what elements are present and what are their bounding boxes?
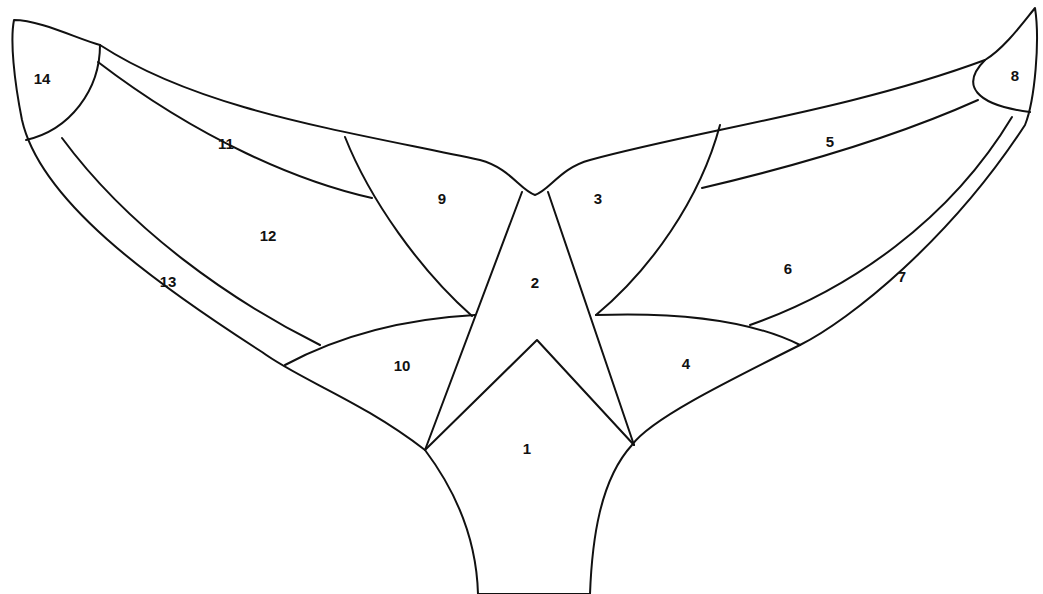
region-line <box>973 60 1030 112</box>
region-line <box>750 117 1012 325</box>
callout-number: 7 <box>898 269 906 284</box>
peduncle-base <box>478 593 590 594</box>
callout-number: 11 <box>218 136 234 151</box>
callout-number: 6 <box>784 261 792 276</box>
callout-number: 2 <box>531 275 539 290</box>
region-line <box>62 138 320 345</box>
region-line <box>425 340 634 450</box>
callout-number: 9 <box>438 191 446 206</box>
callout-number: 5 <box>826 134 834 149</box>
region-line <box>548 192 634 445</box>
region-line <box>285 315 475 365</box>
fluke-outline <box>12 8 1037 594</box>
callout-number: 13 <box>160 274 177 289</box>
callout-number: 3 <box>594 191 602 206</box>
region-line <box>596 125 720 315</box>
region-line <box>98 62 372 198</box>
region-line <box>425 192 522 450</box>
region-line <box>345 137 472 316</box>
callout-number: 14 <box>34 71 51 86</box>
region-line <box>702 100 978 188</box>
callout-number: 10 <box>394 358 411 373</box>
callout-number: 4 <box>682 356 690 371</box>
callout-number: 1 <box>523 441 531 456</box>
callout-number: 12 <box>260 228 277 243</box>
region-line <box>26 45 100 140</box>
callout-number: 8 <box>1011 68 1019 83</box>
region-line <box>596 314 800 345</box>
